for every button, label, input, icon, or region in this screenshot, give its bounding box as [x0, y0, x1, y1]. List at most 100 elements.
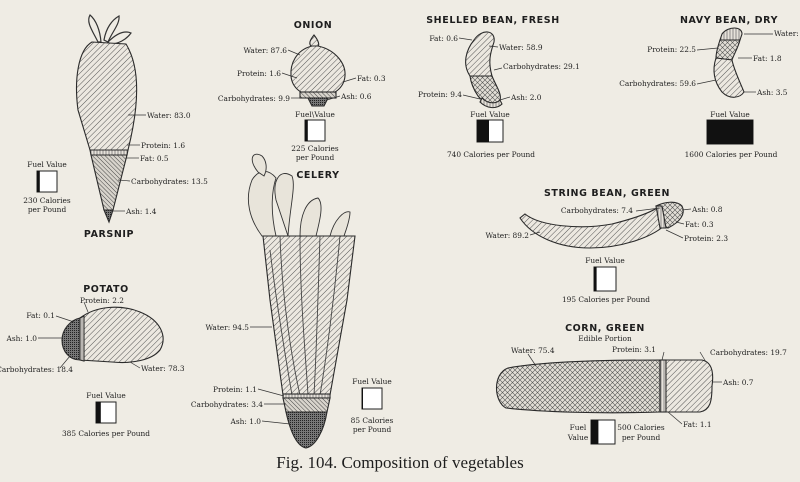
celery-fuel-box [361, 387, 383, 410]
parsnip-carb-region [90, 154, 128, 211]
string-bean-protein-band [655, 205, 667, 229]
parsnip-leaves [88, 14, 132, 45]
corn-group: CORN, GREEN Edible Portion Water: 75.4 P… [495, 323, 787, 445]
celery-carb-region [282, 397, 331, 413]
potato-title: POTATO [83, 284, 129, 295]
parsnip-ash-label: Ash: 1.4 [125, 207, 157, 216]
shelled-bean-protein-label: Protein: 9.4 [418, 90, 462, 99]
corn-water-label: Water: 75.4 [511, 346, 555, 355]
parsnip-calories-1: 230 Calories [23, 196, 71, 205]
onion-fuel-bar [305, 120, 308, 141]
potato-protein-label: Protein: 2.2 [80, 296, 124, 305]
corn-protein-label: Protein: 3.1 [612, 345, 656, 354]
corn-subtitle: Edible Portion [578, 334, 632, 343]
parsnip-fat-label: Fat: 0.5 [140, 154, 169, 163]
shelled-bean-ash-label: Ash: 2.0 [510, 93, 542, 102]
parsnip-group: Water: 83.0 Protein: 1.6 Fat: 0.5 Carboh… [23, 14, 208, 240]
corn-calories-1: 500 Calories [617, 423, 665, 432]
onion-calories-2: per Pound [296, 153, 335, 162]
string-bean-title: STRING BEAN, GREEN [544, 188, 670, 199]
parsnip-fuel-label: Fuel Value [27, 160, 67, 169]
celery-stalks [269, 235, 341, 396]
shelled-bean-protein-band [479, 97, 503, 109]
string-bean-fat-label: Fat: 0.3 [685, 220, 714, 229]
corn-fat-label: Fat: 1.1 [683, 420, 712, 429]
string-bean-carb-label: Carbohydrates: 7.4 [561, 206, 633, 215]
potato-protein-band [79, 315, 85, 362]
parsnip-fuel-bar [37, 171, 40, 192]
shelled-bean-water-label: Water: 58.9 [499, 43, 543, 52]
parsnip-carb-label: Carbohydrates: 13.5 [131, 177, 208, 186]
onion-stem [309, 34, 320, 48]
celery-fuel-bar [362, 388, 363, 409]
celery-water-region [262, 235, 356, 396]
string-bean-fuel-box [593, 266, 617, 292]
corn-ash-label: Ash: 0.7 [722, 378, 754, 387]
corn-calories-2: per Pound [622, 433, 661, 442]
celery-ash-base [285, 411, 328, 449]
potato-fat-label: Fat: 0.1 [26, 311, 55, 320]
celery-protein-band [282, 393, 331, 399]
onion-fuel-label: Fuel\Value [295, 110, 335, 119]
corn-protein-band [659, 359, 667, 413]
potato-carb-region [61, 317, 81, 361]
shelled-bean-calories: 740 Calories per Pound [447, 150, 535, 159]
parsnip-water-region [75, 41, 138, 151]
corn-fuel-label-1: Fuel [570, 423, 587, 432]
potato-fuel-label: Fuel Value [86, 391, 126, 400]
onion-protein-label: Protein: 1.6 [237, 69, 281, 78]
onion-title: ONION [294, 20, 333, 31]
navy-bean-ash-label: Ash: 3.5 [756, 88, 788, 97]
corn-water-region [495, 359, 661, 414]
celery-ash-label: Ash: 1.0 [230, 417, 262, 426]
shelled-bean-fuel-label: Fuel Value [470, 110, 510, 119]
onion-carb-band [299, 91, 337, 99]
navy-bean-protein-region [715, 39, 741, 61]
onion-ash-label: Ash: 0.6 [340, 92, 372, 101]
corn-carb-label: Carbohydrates: 19.7 [710, 348, 787, 357]
shelled-bean-fuel-bar [477, 120, 489, 142]
navy-bean-protein-label: Protein: 22.5 [647, 45, 696, 54]
onion-fat-label: Fat: 0.3 [357, 74, 386, 83]
parsnip-protein-label: Protein: 1.6 [141, 141, 185, 150]
celery-protein-label: Protein: 1.1 [213, 385, 257, 394]
celery-calories-1: 85 Calories [351, 416, 394, 425]
figure-caption: Fig. 104. Composition of vegetables [276, 453, 523, 472]
celery-title: CELERY [296, 170, 339, 181]
navy-bean-calories: 1600 Calories per Pound [685, 150, 778, 159]
string-bean-calories: 195 Calories per Pound [562, 295, 650, 304]
onion-fuel-box [304, 119, 326, 142]
string-bean-fuel-bar [594, 267, 597, 291]
potato-calories: 385 Calories per Pound [62, 429, 150, 438]
parsnip-title: PARSNIP [84, 229, 134, 240]
celery-carb-label: Carbohydrates: 3.4 [191, 400, 263, 409]
potato-water-region [79, 306, 164, 364]
string-bean-protein-label: Protein: 2.3 [684, 234, 728, 243]
navy-bean-group: NAVY BEAN, DRY Water: 12.6 Protein: 22.5… [619, 15, 800, 159]
corn-title: CORN, GREEN [565, 323, 645, 334]
navy-bean-water-label: Water: 12.6 [774, 29, 800, 38]
navy-bean-carb-region [713, 57, 745, 98]
celery-calories-2: per Pound [353, 425, 392, 434]
celery-group: CELERY Water: 94.5 Protein: 1.1 Carbohyd… [191, 153, 394, 449]
onion-carb-label: Carbohydrates: 9.9 [218, 94, 290, 103]
potato-fuel-bar [96, 402, 101, 423]
onion-water-label: Water: 87.6 [243, 46, 287, 55]
corn-fuel-bar [591, 420, 599, 444]
navy-bean-carb-label: Carbohydrates: 59.6 [619, 79, 696, 88]
onion-calories-1: 225 Calories [291, 144, 339, 153]
corn-fuel-label-2: Value [567, 433, 589, 442]
shelled-bean-fat-label: Fat: 0.6 [429, 34, 458, 43]
shelled-bean-carb-label: Carbohydrates: 29.1 [503, 62, 580, 71]
parsnip-protein-band [89, 149, 129, 156]
shelled-bean-group: SHELLED BEAN, FRESH Fat: 0.6 Water: 58.9… [418, 15, 580, 159]
string-bean-water-label: Water: 89.2 [485, 231, 529, 240]
celery-water-label: Water: 94.5 [205, 323, 249, 332]
shelled-bean-title: SHELLED BEAN, FRESH [426, 15, 560, 26]
corn-carb-region [665, 359, 714, 413]
string-bean-group: STRING BEAN, GREEN Carbohydrates: 7.4 As… [485, 188, 728, 304]
navy-bean-fuel-label: Fuel Value [710, 110, 750, 119]
onion-roots [307, 97, 329, 107]
onion-group: ONION Water: 87.6 Protein: 1.6 Fat: 0.3 … [218, 20, 386, 162]
navy-bean-title: NAVY BEAN, DRY [680, 15, 778, 26]
